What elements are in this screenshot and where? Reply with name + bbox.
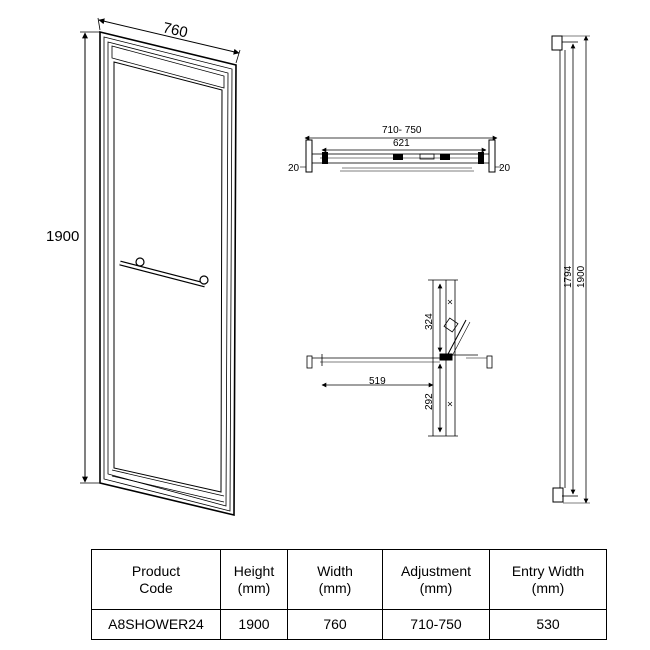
cell-product-code: A8SHOWER24 — [91, 609, 221, 640]
height-dimension: 1900 — [46, 31, 100, 484]
width-label: 760 — [161, 19, 189, 41]
table-row: A8SHOWER24 1900 760 710-750 530 — [91, 609, 607, 640]
cell-adjustment: 710-750 — [382, 609, 490, 640]
header-product-code: Product Code — [91, 549, 221, 610]
top-left-wall-label: 20 — [288, 163, 300, 174]
pivot-width-label: 519 — [369, 376, 386, 387]
header-entry-width: Entry Width (mm) — [489, 549, 607, 610]
side-inner-label: 1794 — [563, 265, 574, 288]
technical-drawing: 760 1900 710- 750 621 20 20 — [46, 17, 590, 517]
side-elevation — [551, 35, 590, 504]
height-label: 1900 — [46, 228, 79, 245]
pivot-upper-label: 324 — [424, 313, 435, 330]
top-inner-label: 621 — [393, 138, 410, 149]
top-overall-label: 710- 750 — [382, 125, 422, 136]
table-header-row: Product Code Height (mm) Width (mm) Adju… — [91, 549, 607, 610]
specification-table: Product Code Height (mm) Width (mm) Adju… — [91, 549, 607, 640]
cell-width: 760 — [287, 609, 383, 640]
cell-height: 1900 — [220, 609, 288, 640]
top-right-wall-label: 20 — [499, 163, 511, 174]
glass-panel — [113, 61, 223, 493]
width-dimension: 760 — [97, 17, 241, 64]
header-width: Width (mm) — [287, 549, 383, 610]
top-plan-view: 710- 750 621 20 20 — [288, 125, 511, 174]
side-outer-label: 1900 — [576, 265, 587, 288]
front-elevation — [99, 30, 237, 517]
pivot-plan-view — [306, 279, 493, 437]
header-height: Height (mm) — [220, 549, 288, 610]
cell-entry-width: 530 — [489, 609, 607, 640]
door-handle — [119, 257, 209, 288]
pivot-lower-label: 292 — [424, 393, 435, 410]
header-adjustment: Adjustment (mm) — [382, 549, 490, 610]
